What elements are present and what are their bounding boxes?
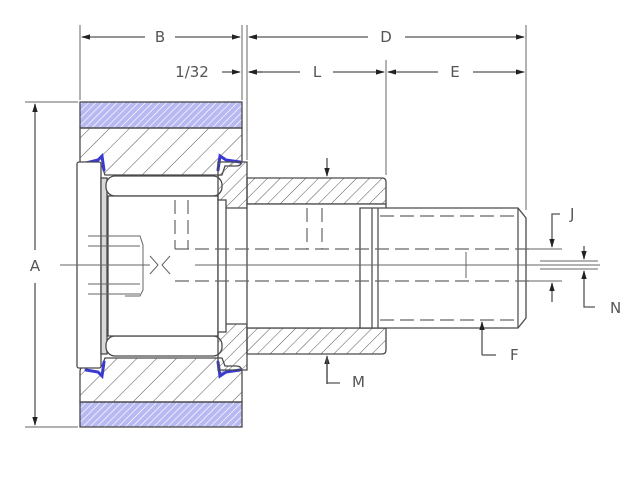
dim-label-F: F (510, 346, 519, 364)
dim-label-M: M (352, 373, 365, 391)
flange (217, 161, 248, 371)
hidden-lines (60, 200, 600, 297)
dimension-gap: 1/32 (175, 63, 262, 81)
dimension-B: B (81, 28, 241, 46)
dim-label-E: E (450, 63, 459, 81)
dimension-L: L (248, 63, 385, 81)
extension-lines (25, 25, 527, 428)
dimension-E: E (387, 63, 525, 81)
dimension-M: M (324, 158, 365, 391)
outer-ring-bottom-band (79, 401, 243, 428)
dimension-N: N (540, 246, 621, 317)
dim-label-gap: 1/32 (175, 63, 209, 81)
dim-label-A: A (30, 257, 41, 275)
dim-label-N: N (610, 299, 621, 317)
dimension-A: A (30, 103, 41, 426)
dim-label-D: D (380, 28, 392, 46)
threaded-stud (359, 207, 527, 329)
outer-ring-top-band (79, 101, 243, 129)
dim-label-B: B (155, 28, 165, 46)
outer-ring (79, 101, 243, 428)
dimension-F: F (479, 321, 519, 364)
dimension-J: J (526, 205, 574, 302)
dim-label-J: J (569, 205, 574, 223)
dim-label-L: L (313, 63, 322, 81)
dimension-D: D (248, 28, 525, 46)
